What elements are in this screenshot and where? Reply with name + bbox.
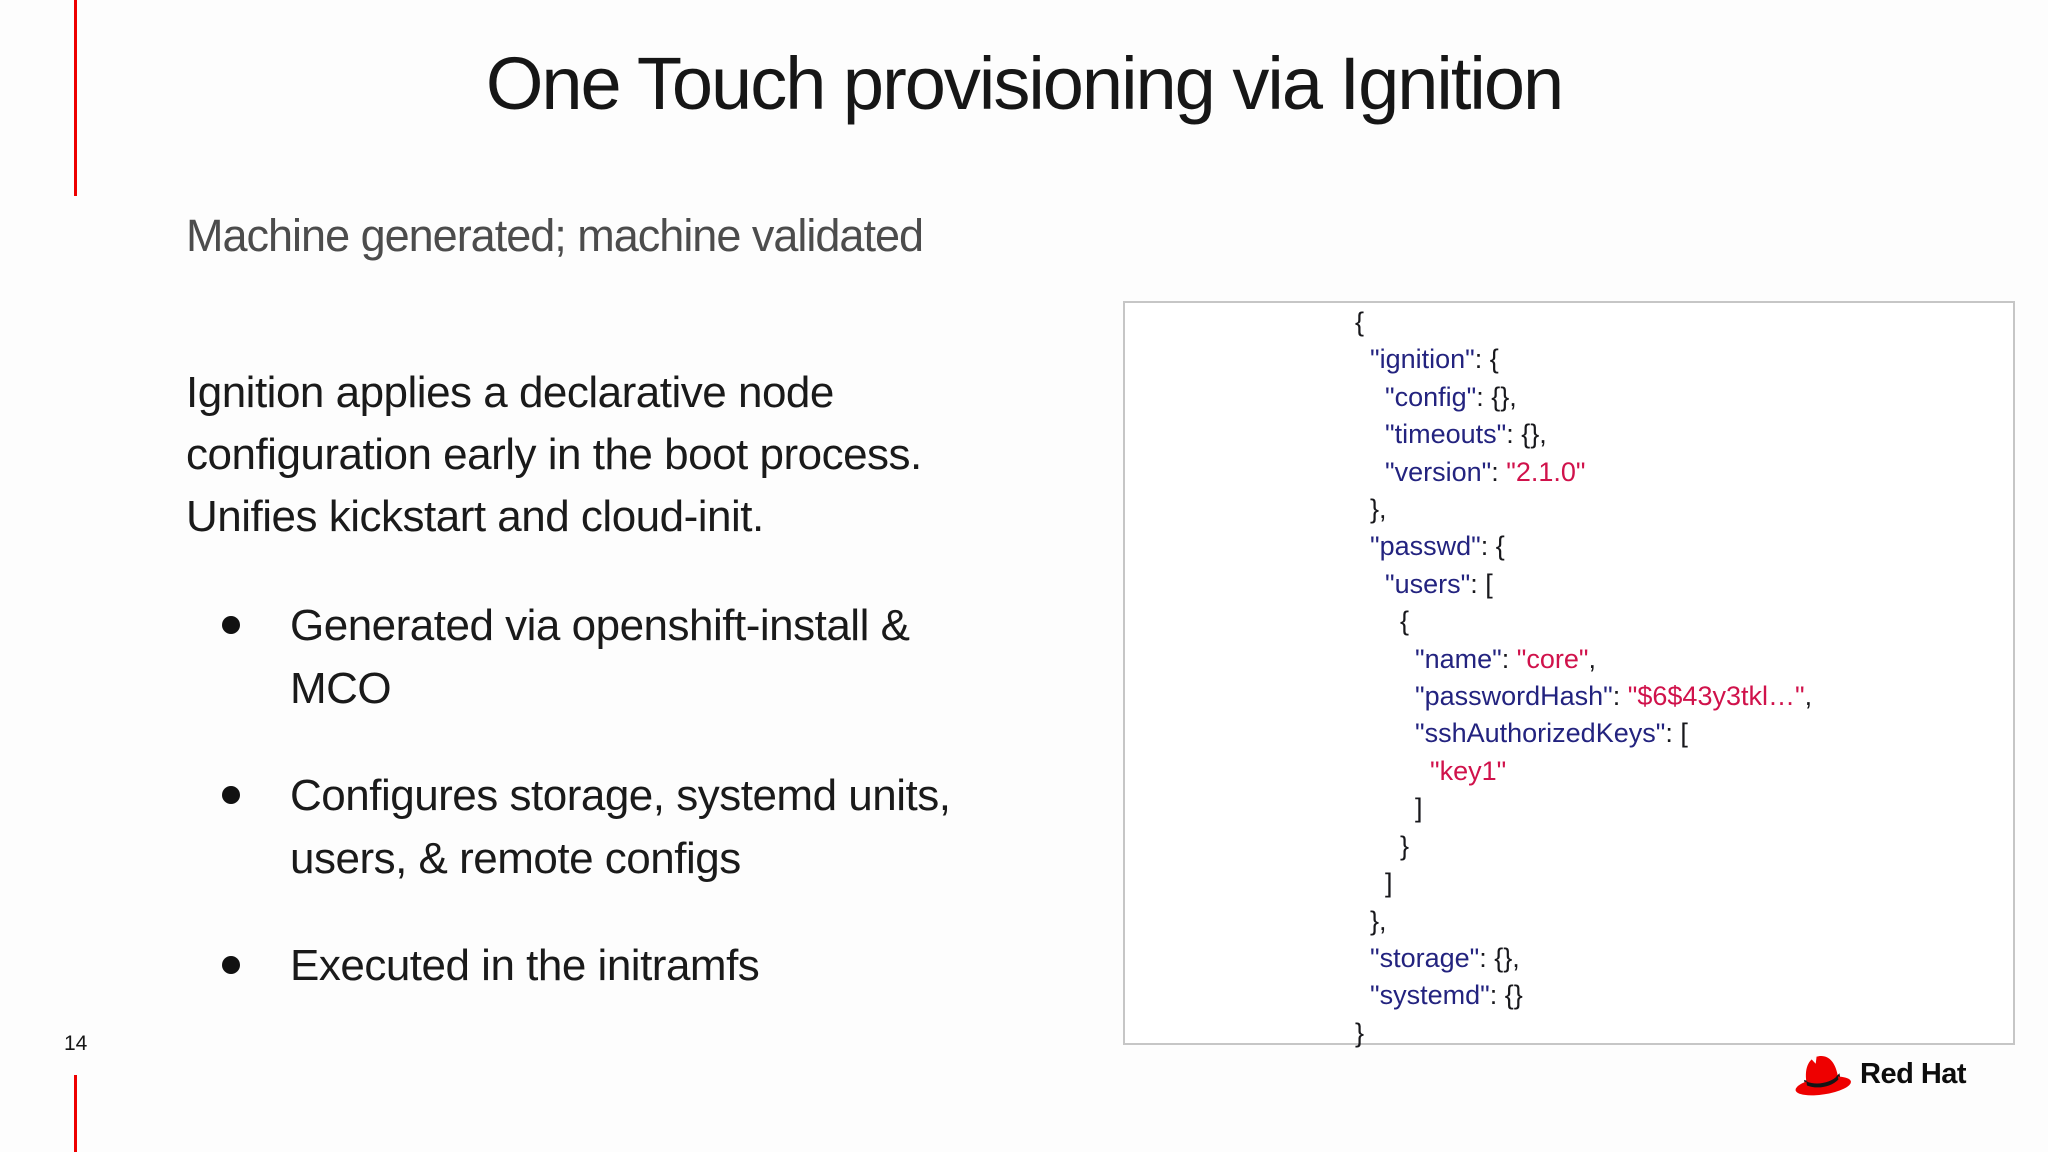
code-line: "storage": {}, [1370,942,1520,973]
code-line: }, [1355,905,1387,936]
paragraph-line: Unifies kickstart and cloud-init. [186,492,764,541]
bullet-item: Configures storage, systemd units, users,… [222,764,951,890]
code-line: "systemd": {} [1370,980,1523,1011]
bullet-line: MCO [290,664,392,713]
top-left-accent-bar [74,0,77,196]
code-line: "passwordHash": "$6$43y3tkl…", [1415,681,1813,712]
code-line: "config": {}, [1385,381,1517,412]
bullet-dot-icon [222,764,290,890]
code-line: "version": "2.1.0" [1385,456,1586,487]
page-number: 14 [64,1032,88,1055]
slide-title: One Touch provisioning via Ignition [485,42,1564,125]
code-line: }, [1355,494,1387,525]
code-line: "passwd": { [1370,531,1505,562]
redhat-fedora-icon [1795,1056,1851,1096]
code-line: } [1355,830,1410,861]
code-line: "sshAuthorizedKeys": [ [1415,718,1688,749]
code-line: "name": "core", [1415,643,1596,674]
code-line: ] [1355,868,1393,899]
redhat-logo: Red Hat [1792,1050,1967,1098]
code-line: } [1355,1017,1365,1048]
bullet-line: Configures storage, systemd units, [290,771,951,820]
code-line: ] [1355,793,1423,824]
bullet-text: Configures storage, systemd units, users,… [290,764,951,890]
bullet-text: Generated via openshift-install & MCO [290,594,910,720]
slide-subtitle: Machine generated; machine validated [186,210,924,261]
bullet-line: users, & remote configs [290,834,741,883]
bullet-line: Executed in the initramfs [290,941,760,990]
code-panel: { "ignition": { "config": {}, "timeouts"… [1123,301,2015,1048]
body-paragraph: Ignition applies a declarative node confi… [186,362,922,548]
code-line: "timeouts": {}, [1385,419,1547,450]
bottom-left-accent-bar [74,1075,77,1152]
paragraph-line: Ignition applies a declarative node [186,368,834,417]
paragraph-line: configuration early in the boot process. [186,430,922,479]
bullet-item: Generated via openshift-install & MCO [222,594,950,720]
bullet-dot-icon [222,934,290,997]
code-line: "users": [ [1385,568,1493,599]
code-line: "ignition": { [1370,344,1499,375]
bullet-text: Executed in the initramfs [290,934,760,997]
code-line: { [1355,606,1410,637]
bullet-list: Generated via openshift-install & MCO Conf… [222,594,951,1041]
code-block: { "ignition": { "config": {}, "timeouts"… [1125,303,2013,1052]
code-line: { [1355,307,1365,337]
bullet-dot-icon [222,594,290,720]
bullet-line: Generated via openshift-install & [290,601,910,650]
bullet-item: Executed in the initramfs [222,934,950,997]
code-line: "key1" [1430,755,1507,786]
redhat-logo-text: Red Hat [1860,1057,1967,1090]
